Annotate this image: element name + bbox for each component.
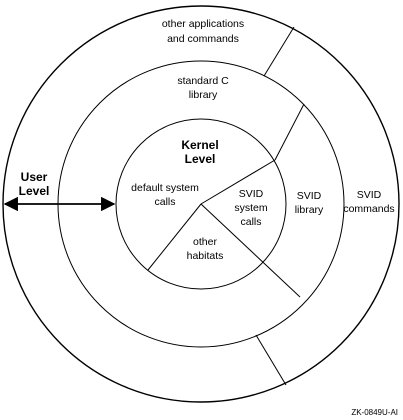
kernel-title-line2: Level [185, 152, 216, 166]
default-calls-line1: default system [131, 182, 199, 194]
svid-commands-line1: SVID [357, 189, 382, 201]
svid-calls-line2: system [234, 202, 268, 214]
inner-divider-lower-left [147, 203, 202, 271]
svid-library-line2: library [295, 204, 324, 216]
other-habitats-line2: habitats [187, 250, 224, 262]
outer-label-line1: other applications [162, 18, 244, 30]
svid-calls-line1: SVID [239, 188, 264, 200]
kernel-title-line1: Kernel [181, 138, 218, 152]
figure-code: ZK-0849U-AI [351, 408, 398, 417]
default-calls-line2: calls [154, 196, 175, 208]
inner-divider-upper [200, 159, 276, 205]
svid-library-line1: SVID [297, 190, 322, 202]
middle-label-line1: standard C [177, 75, 229, 87]
outer-divider-lower [255, 334, 287, 386]
middle-label-line2: library [189, 89, 218, 101]
middle-divider-upper [274, 103, 305, 161]
outer-ring [2, 5, 400, 403]
user-level-line2: Level [19, 184, 50, 198]
outer-label-line2: and commands [167, 33, 239, 45]
other-habitats-line1: other [193, 236, 217, 248]
inner-circle [115, 118, 287, 290]
svid-commands-line2: commands [343, 203, 394, 215]
user-level-line1: User [21, 170, 48, 184]
svid-calls-line3: calls [240, 216, 261, 228]
outer-divider-upper [263, 26, 295, 77]
inner-divider-lower-right [200, 203, 301, 298]
